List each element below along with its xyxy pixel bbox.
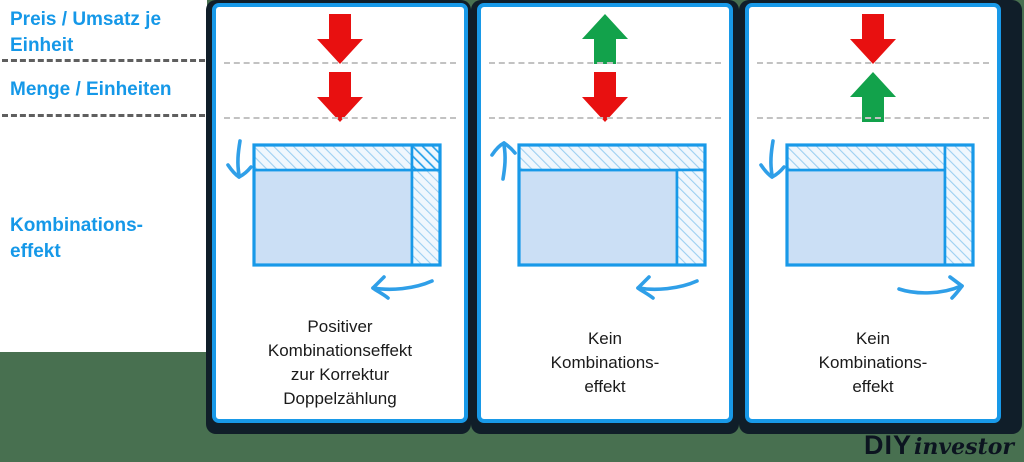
dashed-divider xyxy=(224,117,456,119)
logo-script-text: investor xyxy=(914,434,1014,460)
dashed-divider xyxy=(757,117,989,119)
panel-shadow-frame: Kein Kombinations- effekt xyxy=(739,0,1022,434)
panel-caption: Positiver Kombinationseffekt zur Korrekt… xyxy=(220,309,460,417)
row-labels-column: Preis / Umsatz je Einheit Menge / Einhei… xyxy=(0,0,207,352)
volume-row-label: Menge / Einheiten xyxy=(10,77,172,103)
dashed-divider xyxy=(2,59,205,62)
panel-caption: Kein Kombinations- effekt xyxy=(485,309,725,417)
dashed-divider xyxy=(224,62,456,64)
scenario-panel-1: Positiver Kombinationseffekt zur Korrekt… xyxy=(212,3,468,423)
volume-arrow-icon xyxy=(749,72,997,122)
dashed-divider xyxy=(489,62,721,64)
volume-arrow-icon xyxy=(216,72,464,122)
price-row-label: Preis / Umsatz je Einheit xyxy=(10,7,161,59)
panel-shadow-frame: Kein Kombinations- effekt xyxy=(471,0,739,434)
price-volume-rectangle-diagram xyxy=(749,131,997,303)
dashed-divider xyxy=(489,117,721,119)
diy-investor-logo: DIYinvestor xyxy=(864,430,1014,461)
panel-caption: Kein Kombinations- effekt xyxy=(753,309,993,417)
price-arrow-icon xyxy=(481,14,729,64)
panel-shadow-frame: Positiver Kombinationseffekt zur Korrekt… xyxy=(206,0,471,434)
logo-bold-text: DIY xyxy=(864,430,912,461)
dashed-divider xyxy=(757,62,989,64)
scenario-panel-3: Kein Kombinations- effekt xyxy=(745,3,1001,423)
price-arrow-icon xyxy=(216,14,464,64)
dashed-divider xyxy=(2,114,205,117)
price-arrow-icon xyxy=(749,14,997,64)
combination-row-label: Kombinations- effekt xyxy=(10,213,143,265)
volume-arrow-icon xyxy=(481,72,729,122)
scenario-panel-2: Kein Kombinations- effekt xyxy=(477,3,733,423)
price-volume-rectangle-diagram xyxy=(481,131,729,303)
price-volume-rectangle-diagram xyxy=(216,131,464,303)
